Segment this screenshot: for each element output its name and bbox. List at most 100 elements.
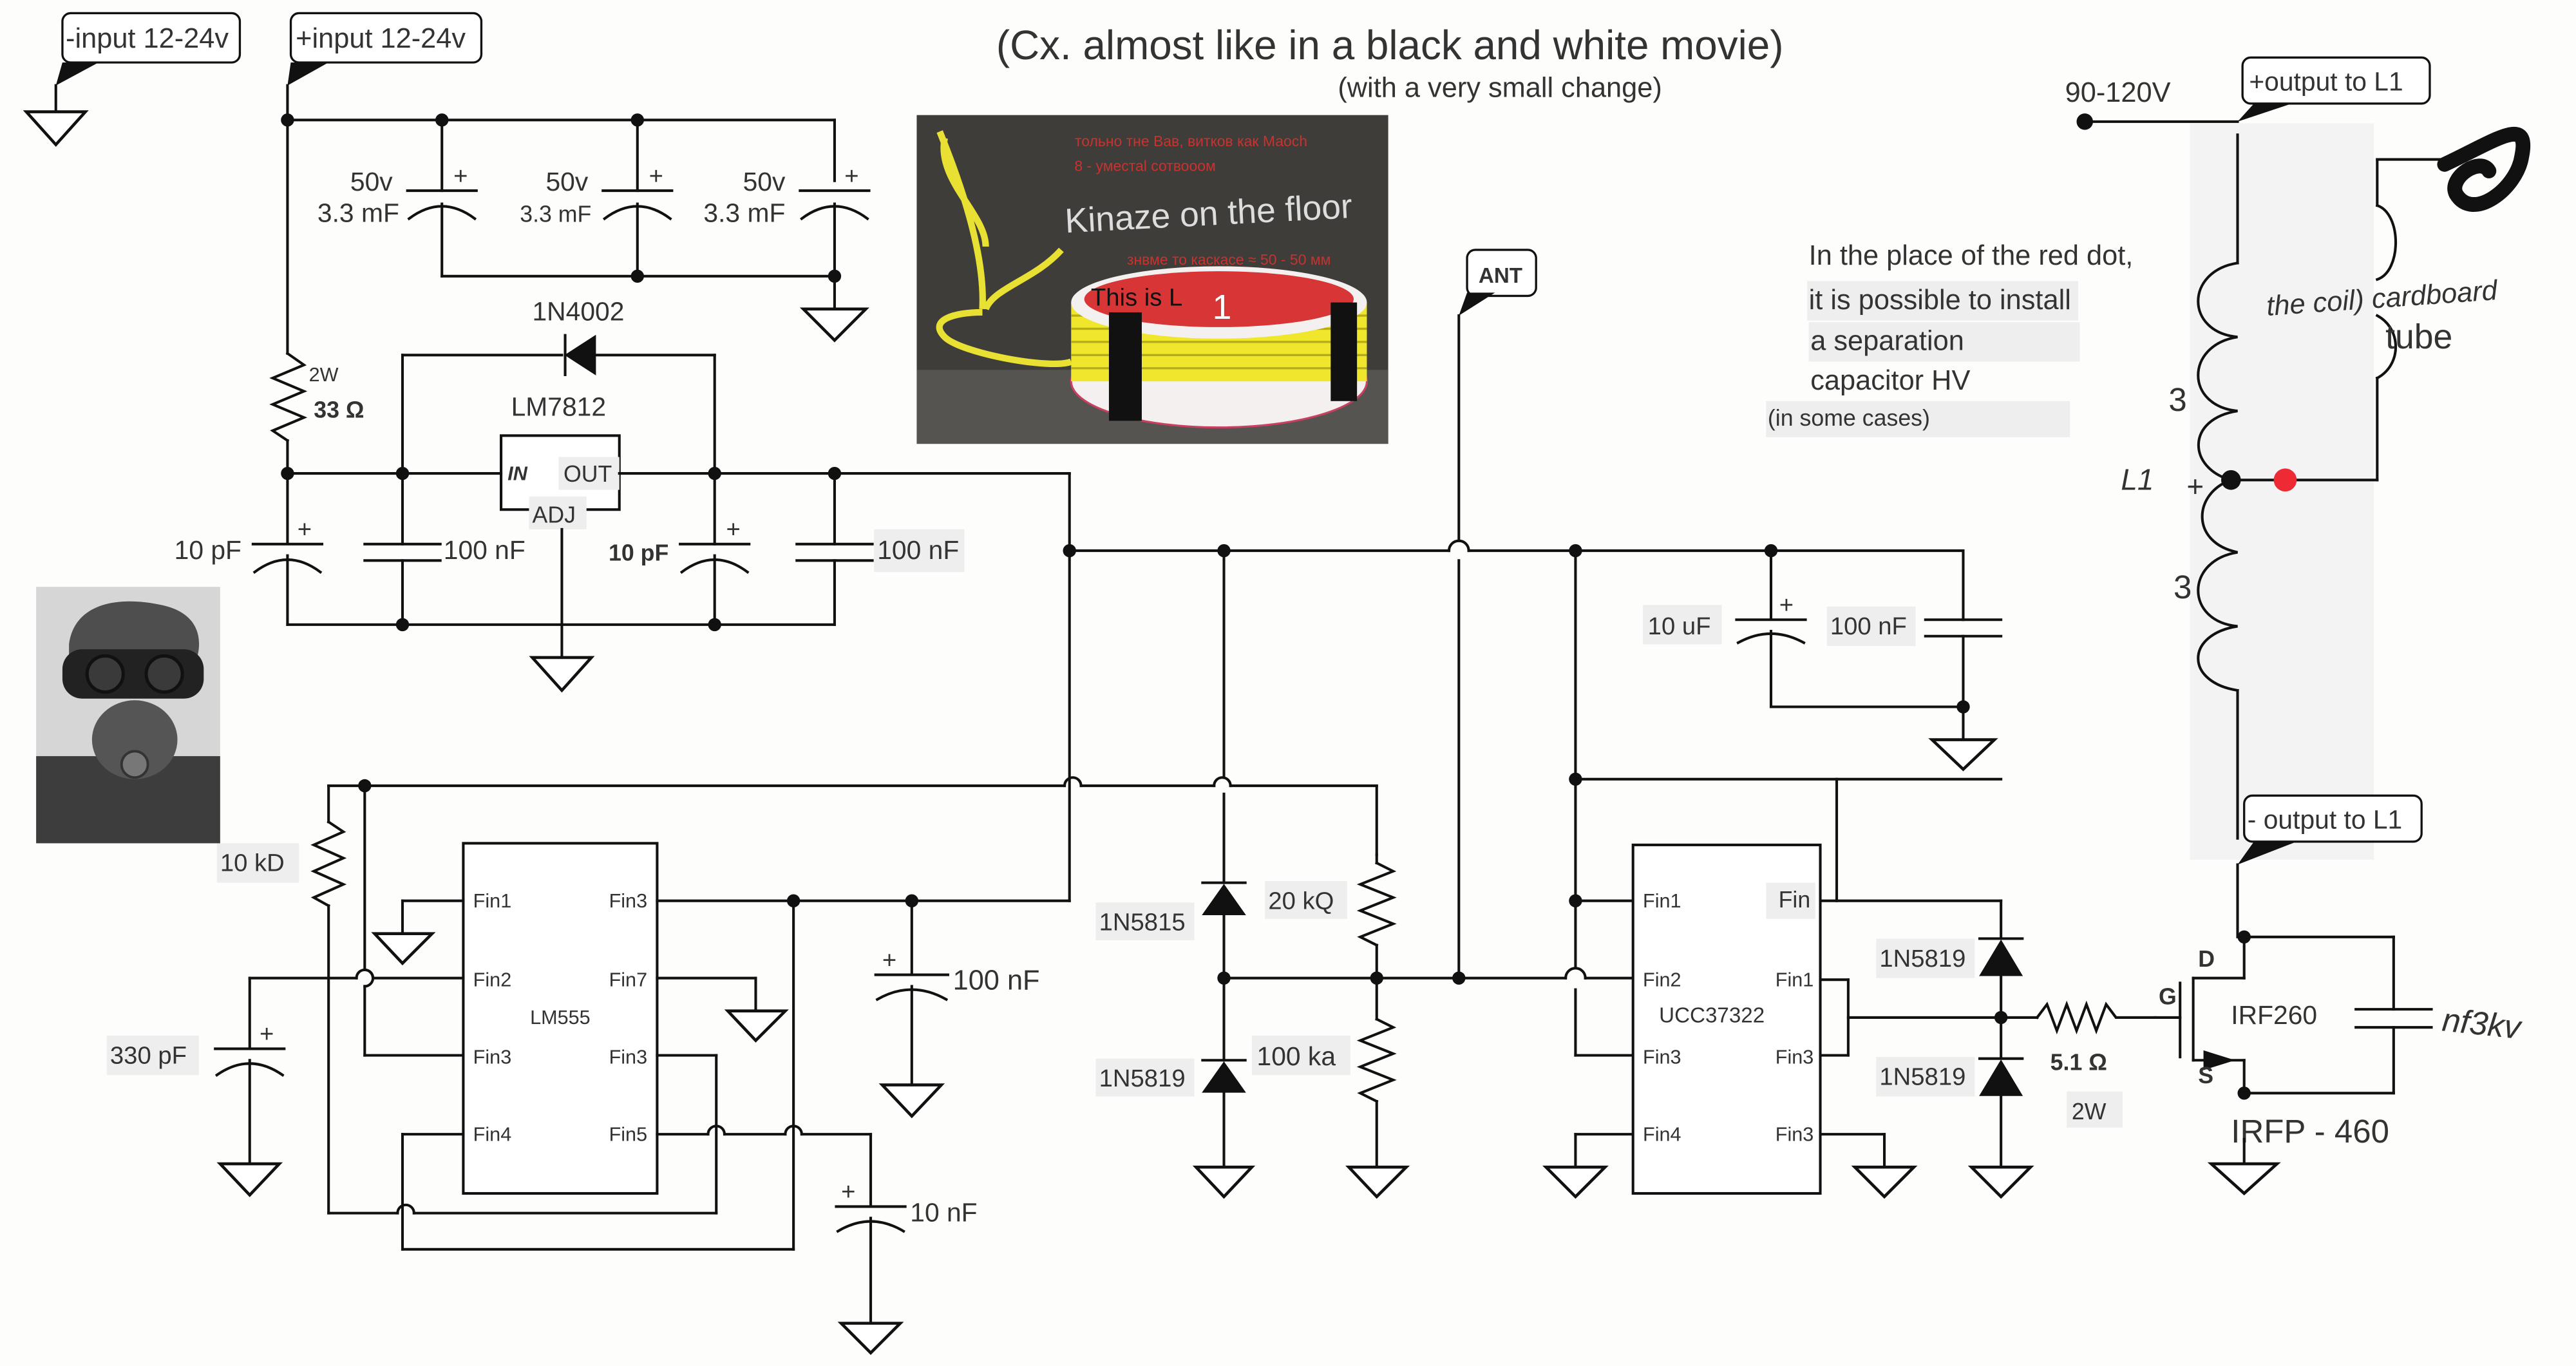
svg-text:Fin7: Fin7 [609,969,648,991]
hv-supply-label: 90-120V [2065,77,2171,108]
ground-symbol [1542,1165,1609,1199]
input-capacitor-3: + 50v 3.3 mF [703,162,871,310]
svg-text:IN: IN [507,462,527,484]
ground-symbol [529,656,595,693]
input-capacitor-2: + 50v 3.3 mF [520,162,674,278]
svg-text:ANT: ANT [1479,264,1522,288]
timing-capacitor-330pf: + 330 pF [106,976,286,1166]
svg-text:100 nF: 100 nF [877,535,959,565]
supply-ceramic-100nf: 100 nF [1826,549,2003,741]
ground-symbol [23,110,89,147]
svg-text:100 nF: 100 nF [953,965,1040,996]
resistor-20k: 20 kQ [1265,853,1397,947]
gate-resistor: 5.1 Ω 2W [2035,1000,2157,1128]
svg-text:5.1 Ω: 5.1 Ω [2050,1050,2107,1076]
person-photo [36,587,220,844]
regulator-output-ceramic: 100 nF [795,472,965,626]
svg-text:330 pF: 330 pF [110,1041,187,1069]
svg-text:Fin4: Fin4 [1643,1123,1681,1145]
ground-symbol [1928,738,1998,772]
ground-symbol [2207,1162,2281,1196]
ucc37322-label: UCC37322 [1659,1004,1765,1028]
svg-text:20 kQ: 20 kQ [1268,887,1334,915]
svg-text:100 nF: 100 nF [444,535,526,565]
svg-text:+: + [453,162,468,190]
svg-text:a separation: a separation [1810,326,1964,357]
pos-input-tag: +input 12-24v [287,12,483,86]
svg-text:1N5819: 1N5819 [1099,1065,1186,1092]
svg-text:+: + [844,162,858,190]
svg-text:3: 3 [2174,569,2192,605]
antenna-tag: ANT [1459,249,1537,316]
svg-text:50v: 50v [743,167,786,196]
svg-text:S: S [2198,1063,2213,1088]
inductor-l2 [2375,204,2398,380]
ground-symbol [371,932,436,965]
svg-text:Fin3: Fin3 [609,890,648,912]
svg-text:Fin: Fin [1779,887,1811,913]
svg-text:10 pF: 10 pF [175,535,242,565]
ground-symbol [1345,1165,1410,1199]
svg-text:знвме то каскасе ≈ 50 - 50 мм: знвме то каскасе ≈ 50 - 50 мм [1127,251,1331,268]
inductor-l1-bottom [2197,478,2239,692]
svg-text:10 pF: 10 pF [609,540,668,565]
svg-text:Fin3: Fin3 [1643,1046,1681,1068]
svg-text:1: 1 [1213,288,1232,327]
ground-symbol [724,1009,789,1043]
diode-1n4002 [564,334,596,376]
svg-text:OUT: OUT [564,461,612,487]
regulator-output-electrolytic: + 10 pF [609,472,751,626]
svg-text:Fin3: Fin3 [1776,1046,1814,1068]
svg-text:Fin4: Fin4 [473,1123,512,1145]
svg-text:8 - уместаl сотвооом: 8 - уместаl сотвооом [1074,157,1215,174]
svg-text:3: 3 [2168,381,2186,418]
svg-text:50v: 50v [545,167,588,196]
svg-text:10 nF: 10 nF [910,1197,977,1227]
pos-output-tag: +output to L1 [2237,56,2431,122]
svg-text:3.3 mF: 3.3 mF [317,198,399,228]
coil-background [2190,123,2374,860]
annotation-note: In the place of the red dot, it is possi… [1766,240,2133,437]
svg-text:Fin3: Fin3 [1776,1123,1814,1145]
svg-text:Fin1: Fin1 [473,890,512,912]
svg-text:2W: 2W [2072,1099,2107,1124]
regulator-input-ceramic: 100 nF [363,472,526,626]
resistor-10k: 10 kD [216,784,347,908]
title: (Cx. almost like in a black and white mo… [996,22,1784,68]
svg-text:3.3 mF: 3.3 mF [703,198,785,228]
svg-text:100 nF: 100 nF [1830,612,1907,640]
svg-text:1N5815: 1N5815 [1099,909,1186,936]
resistor-100k: 100 ka [1251,1017,1397,1103]
svg-text:+: + [649,162,663,190]
timer-decoupling-100nf: + 100 nF [874,899,1040,1086]
svg-text:- output to L1: - output to L1 [2248,804,2402,834]
ground-symbol [878,1083,945,1119]
hv-output-loop [2437,126,2531,212]
svg-text:ADJ: ADJ [533,502,576,528]
diode-1n5819-divider [1201,1059,1247,1093]
svg-text:33 Ω: 33 Ω [314,397,364,422]
mosfet-part-note: IRFP - 460 [2231,1113,2389,1150]
svg-text:Fin2: Fin2 [1643,969,1681,991]
svg-text:+input 12-24v: +input 12-24v [296,23,466,54]
svg-text:-input 12-24v: -input 12-24v [66,23,229,54]
svg-text:Fin3: Fin3 [473,1046,512,1068]
svg-text:1N5819: 1N5819 [1879,945,1965,972]
lm555-label: LM555 [530,1007,591,1029]
svg-text:10 kD: 10 kD [220,849,285,877]
svg-text:10 uF: 10 uF [1648,612,1711,640]
svg-text:+: + [1779,591,1794,619]
ground-symbol [216,1162,283,1197]
red-dot-marker [2273,468,2297,492]
svg-text:Fin2: Fin2 [473,969,512,991]
svg-text:IRF260: IRF260 [2231,1000,2317,1030]
regulator-input-electrolytic: + 10 pF [175,472,324,626]
svg-text:тольно тне Вав, витков как Мао: тольно тне Вав, витков как Маоch [1075,133,1307,149]
clamp-diode-top [1978,937,2024,976]
svg-text:This is L: This is L [1091,284,1182,312]
svg-text:nf3kv: nf3kv [2441,1001,2524,1047]
svg-text:1N5819: 1N5819 [1879,1063,1965,1091]
svg-text:3.3 mF: 3.3 mF [520,202,591,227]
ground-symbol [1851,1165,1918,1199]
